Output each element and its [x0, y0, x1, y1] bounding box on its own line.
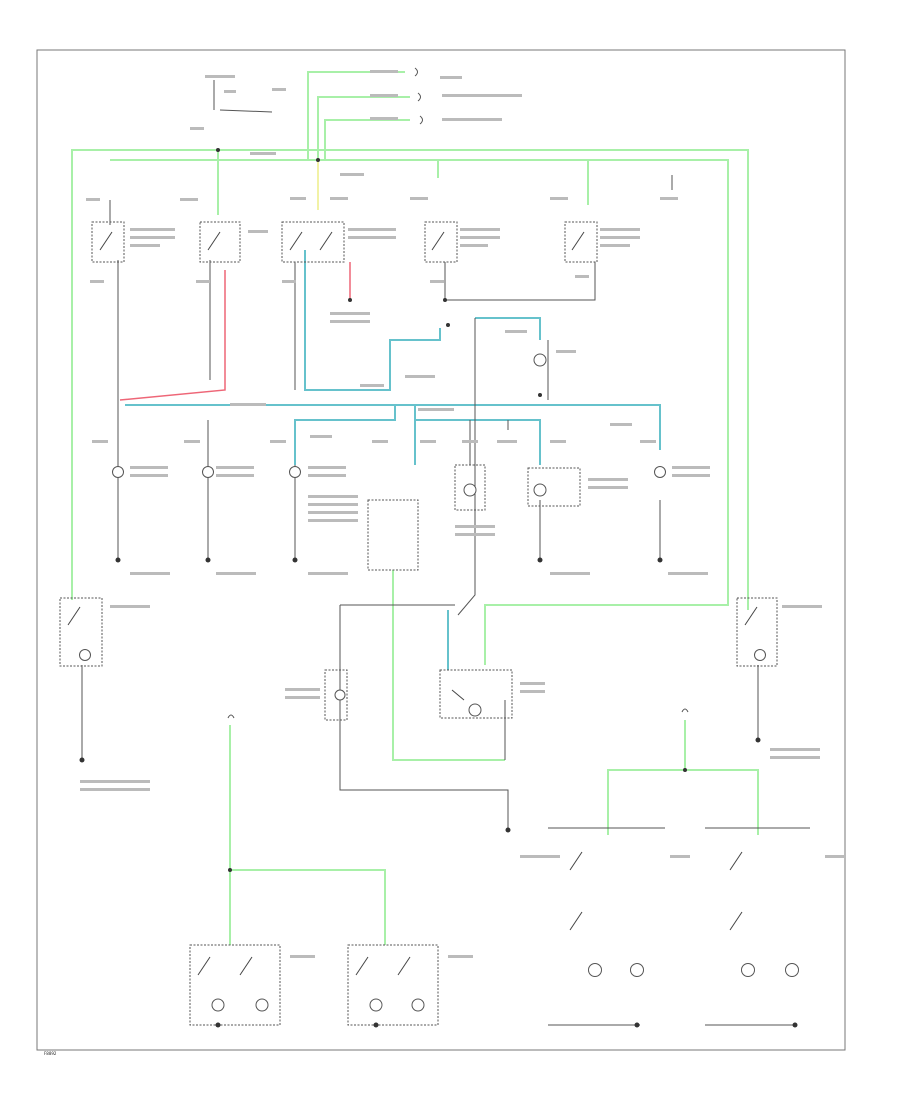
- red-wires: [119, 262, 351, 401]
- switch-boxes: [59, 221, 778, 1026]
- footer-ref: F8892: [44, 1051, 57, 1056]
- diagram-frame: [36, 49, 846, 1051]
- connection-dots: [79, 148, 798, 1028]
- green-wires: [71, 71, 759, 945]
- lamp-bulbs: [79, 353, 799, 1012]
- teal-wires: [125, 250, 661, 670]
- tiny-labels: [80, 70, 845, 958]
- black-wires: [81, 80, 810, 1026]
- switch-contacts: [67, 231, 758, 976]
- connector-symbols: [227, 67, 689, 719]
